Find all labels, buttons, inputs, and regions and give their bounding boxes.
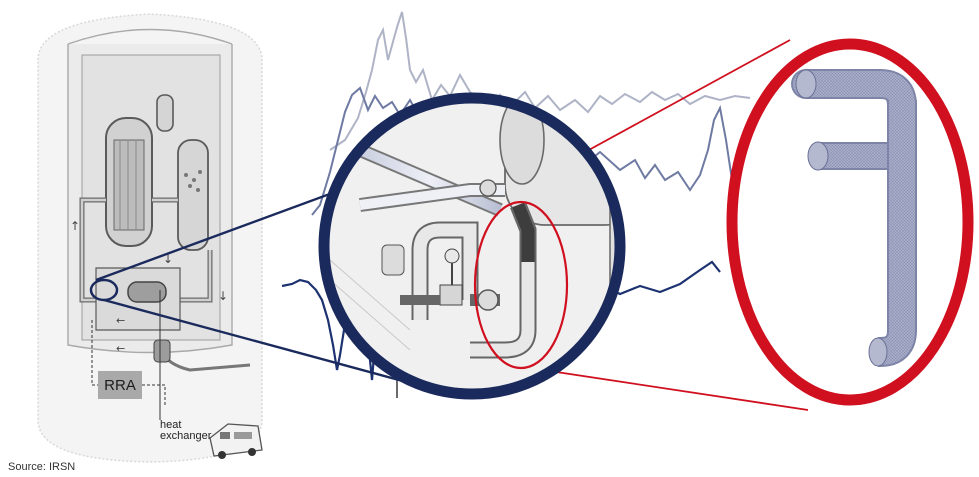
svg-text:↓: ↓ [218, 289, 228, 303]
source-caption: Source: IRSN [8, 461, 75, 473]
reactor-cutaway-icon: ↑ ↓ ↓ ← ← [38, 14, 262, 462]
svg-text:↑: ↑ [70, 219, 80, 233]
detail-circle [324, 95, 670, 394]
mesh-oval [732, 44, 968, 400]
svg-text:←: ← [116, 314, 125, 327]
heat-exchanger-line2: exchanger [160, 431, 211, 442]
heat-exchanger-label: heat exchanger [160, 420, 211, 442]
pressurizer [157, 95, 173, 131]
steam-generator [178, 140, 208, 250]
rra-text: RRA [104, 377, 136, 394]
rra-label: RRA [98, 371, 142, 399]
svg-text:←: ← [116, 342, 125, 355]
